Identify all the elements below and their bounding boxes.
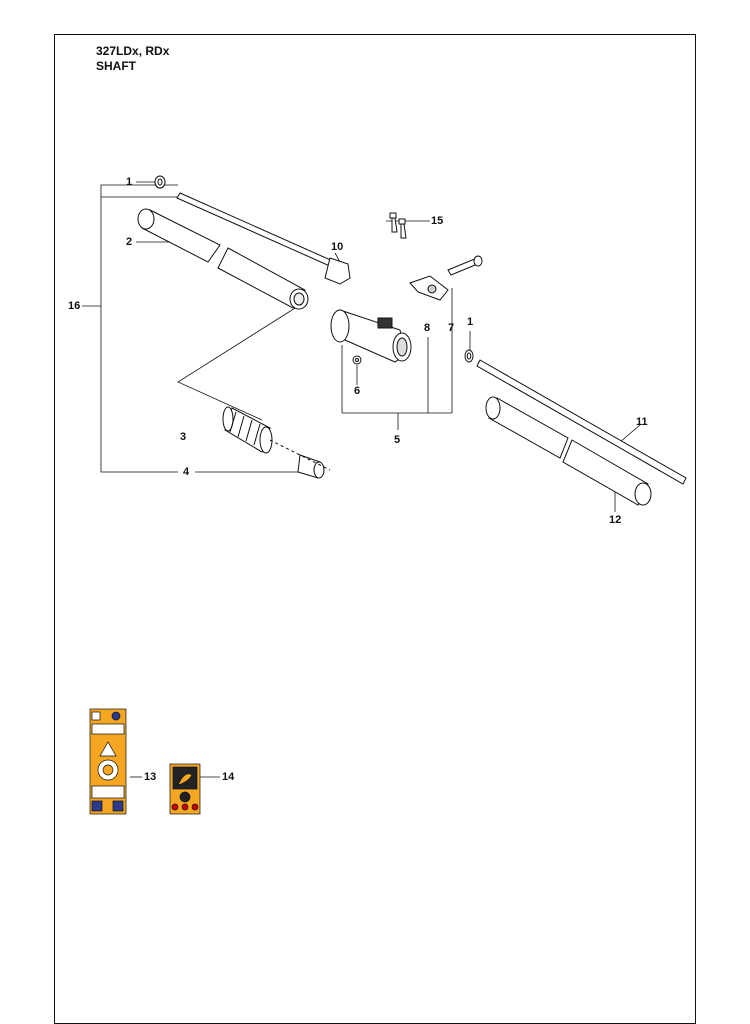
callout-8: 8	[424, 322, 431, 334]
callout-2: 2	[126, 236, 133, 248]
callout-14: 14	[222, 771, 235, 783]
nut-part-6	[352, 355, 362, 365]
callout-5: 5	[394, 434, 401, 446]
decal-part-14	[169, 763, 201, 815]
clamp-part-8	[409, 275, 449, 301]
drive-shaft-part-11	[476, 359, 687, 485]
callout-15: 15	[431, 215, 444, 227]
sleeve-part-4	[269, 439, 331, 479]
page-title: 327LDx, RDx SHAFT	[96, 44, 169, 74]
drive-shaft-part-10	[176, 192, 351, 285]
bushing-part-3	[222, 406, 273, 454]
callout-3: 3	[180, 431, 187, 443]
callout-7: 7	[448, 322, 455, 334]
callout-1-right: 1	[467, 316, 474, 328]
callout-6: 6	[354, 385, 361, 397]
callout-13: 13	[144, 771, 157, 783]
bolt-part-7	[447, 255, 483, 276]
section-name: SHAFT	[96, 59, 136, 73]
callout-1-top: 1	[126, 176, 133, 188]
washer-part-1-top	[154, 175, 166, 189]
washer-part-1-right	[464, 349, 474, 363]
screws-part-15	[389, 212, 407, 239]
model-name: 327LDx, RDx	[96, 44, 170, 58]
callout-16: 16	[68, 300, 81, 312]
assembly-bracket-16	[100, 184, 178, 473]
shaft-tube-part-2	[137, 208, 309, 310]
coupling-part-5	[330, 309, 412, 363]
shaft-tube-part-12	[485, 396, 652, 506]
callout-12: 12	[609, 514, 622, 526]
callout-10: 10	[331, 241, 344, 253]
callout-11: 11	[636, 416, 648, 428]
warning-decal-part-13	[89, 708, 127, 815]
callout-4: 4	[183, 466, 190, 478]
